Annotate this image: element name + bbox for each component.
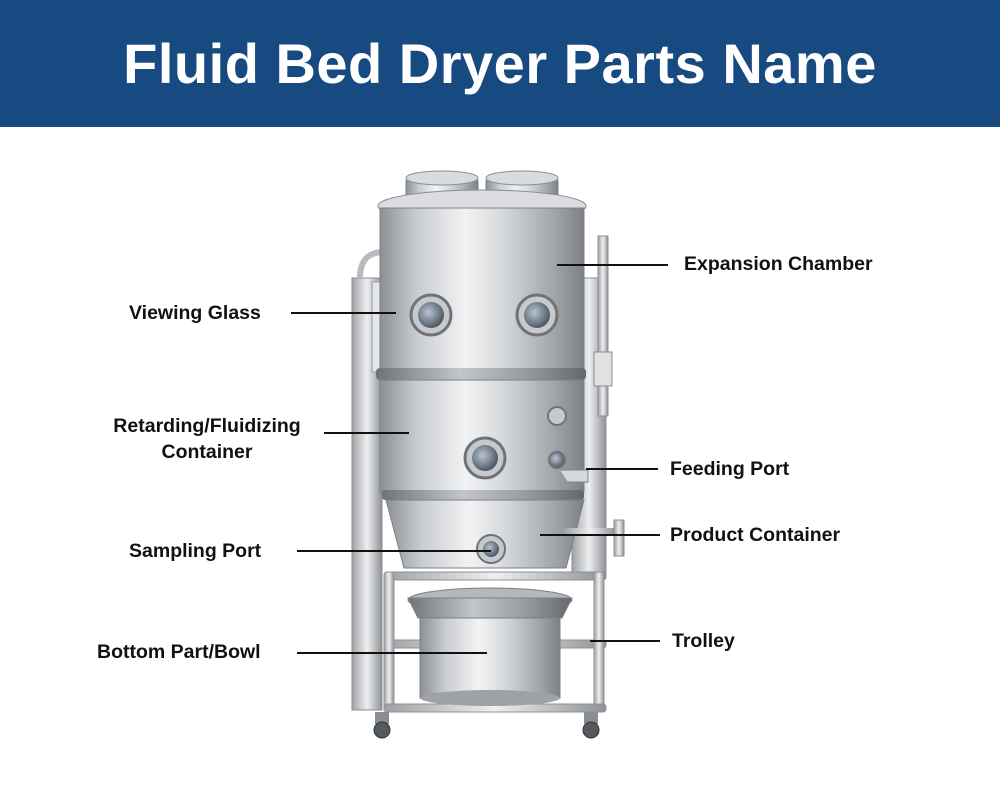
expansion-chamber-body [376, 189, 587, 380]
label-viewing-glass: Viewing Glass [129, 302, 261, 324]
title-banner: Fluid Bed Dryer Parts Name [0, 0, 1000, 127]
leader-line-sampling-port [297, 550, 491, 552]
leader-line-bottom-part [297, 652, 487, 654]
label-bottom-part: Bottom Part/Bowl [97, 641, 261, 663]
leader-line-retarding-container [324, 432, 409, 434]
trolley-frame [383, 571, 607, 713]
label-retarding-container: Retarding/Fluidizing Container [96, 413, 318, 465]
page-title: Fluid Bed Dryer Parts Name [123, 32, 877, 95]
label-expansion-chamber: Expansion Chamber [684, 253, 873, 275]
label-trolley: Trolley [672, 630, 735, 652]
leader-line-expansion-chamber [557, 264, 668, 266]
leader-line-viewing-glass [291, 312, 396, 314]
leader-line-feeding-port [586, 468, 658, 470]
label-sampling-port: Sampling Port [129, 540, 262, 562]
label-retarding-line1: Retarding/Fluidizing [113, 415, 301, 437]
label-product-container: Product Container [670, 524, 841, 546]
label-retarding-line2: Container [161, 441, 253, 463]
leader-line-product-container [540, 534, 660, 536]
trolley-casters [373, 712, 600, 739]
retarding-container-body [379, 379, 589, 500]
label-feeding-port: Feeding Port [670, 458, 790, 480]
leader-line-trolley [590, 640, 660, 642]
bottom-bowl-body [407, 587, 573, 706]
